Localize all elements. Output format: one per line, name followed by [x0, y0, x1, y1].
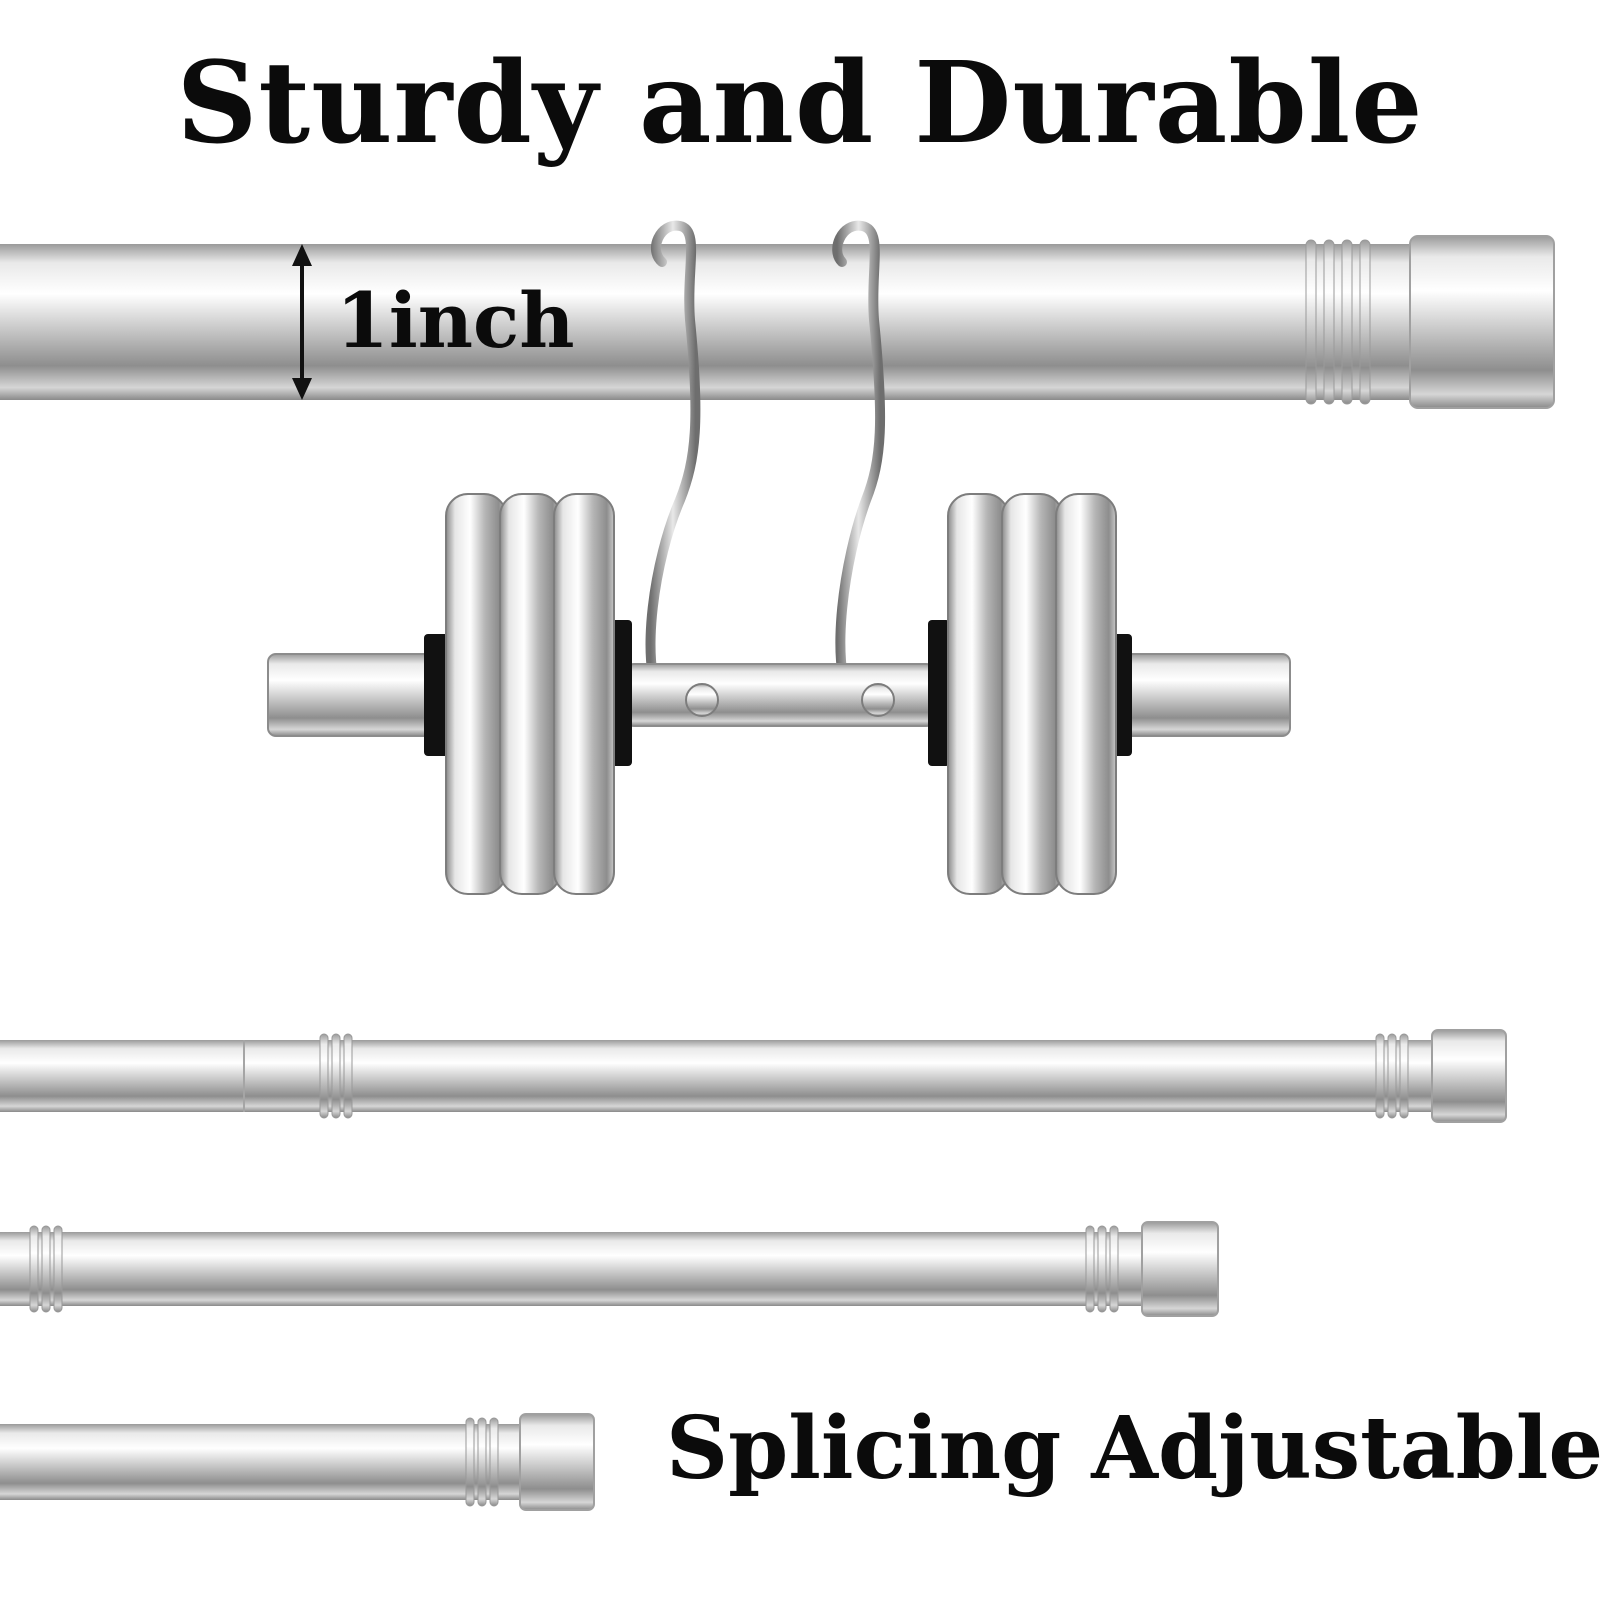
curtain-hook-right [832, 220, 886, 705]
main-curtain-rod [0, 235, 1555, 409]
rod-end-cap [1141, 1221, 1219, 1317]
rod-end-cap [1431, 1029, 1507, 1123]
rod-end-cap [519, 1413, 595, 1511]
rod-thread-rings [319, 1033, 1409, 1119]
rod-diameter-label: 1inch [336, 276, 575, 365]
rod-thread-rings [1305, 239, 1371, 405]
splicing-caption: Splicing Adjustable [666, 1398, 1600, 1499]
double-arrow-icon [292, 244, 312, 400]
curtain-hook-left [645, 220, 701, 705]
rod-end-cap [1409, 235, 1555, 409]
rod-segment-short [0, 1413, 595, 1511]
rod-segment-medium [0, 1221, 1219, 1317]
rod-thread-rings [465, 1417, 499, 1507]
weight-plates-right [947, 493, 1117, 895]
headline: Sturdy and Durable [176, 38, 1424, 169]
rod-thread-rings [29, 1225, 1119, 1313]
rod-segment-long [0, 1029, 1507, 1123]
dumbbell [267, 493, 1291, 895]
weight-plates-left [445, 493, 615, 895]
